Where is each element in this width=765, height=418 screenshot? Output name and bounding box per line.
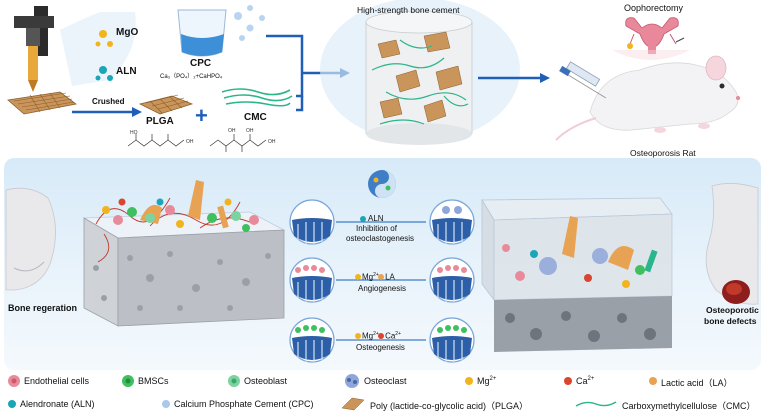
bmscs-icon [122, 375, 134, 387]
row2-text: Angiogenesis [358, 284, 407, 293]
row3-text: Osteogenesis [356, 343, 405, 352]
oophorectomy-label: Oophorectomy [624, 3, 684, 13]
right-bone-illustration [705, 183, 759, 305]
osteoblast-icon [228, 375, 240, 387]
plus-sign: + [195, 103, 208, 128]
crushed-label: Crushed [92, 97, 125, 106]
syringe-icon [559, 61, 607, 99]
regenerated-bone-block [82, 180, 286, 327]
row2-ions: Mg2+ LA [362, 272, 395, 282]
row1-text-2: osteoclastogenesis [346, 234, 415, 243]
mg-legend-icon [465, 377, 473, 385]
cell-cluster-left [102, 198, 259, 232]
rat-illustration [555, 55, 740, 141]
row3-ions: Mg2+ Ca2+ [362, 331, 401, 341]
legend-mg: Mg2+ [477, 376, 497, 386]
cpc-label: CPC [190, 58, 212, 69]
plga-mesh-icon [138, 94, 194, 115]
legend-alendronate: Alendronate (ALN) [20, 399, 95, 409]
ca-legend-icon [564, 377, 572, 385]
svg-text:OH: OH [246, 128, 254, 134]
legend-lactic: Lactic acid（LA） [661, 378, 733, 388]
mg-dot-icon [355, 274, 361, 280]
uterus-icon [625, 17, 685, 54]
row-osteogenesis [289, 317, 475, 363]
legend-cmc: Carboxymethylcellulose（CMC） [622, 401, 756, 411]
aln-particle-icon [99, 66, 107, 74]
cpc-formula: Ca₃（PO₄）₂+CaHPO₄ [160, 74, 223, 80]
ca-dot-icon [378, 333, 384, 339]
row1-text-1: Inhibition of [356, 224, 397, 233]
lactic-legend-icon [649, 377, 657, 385]
osteoclast-icon [345, 374, 359, 388]
svg-text:OH: OH [228, 128, 236, 134]
plga-label: PLGA [146, 116, 174, 127]
legend: Endothelial cells BMSCs Osteoblast Osteo… [0, 372, 765, 418]
bone-cement-cylinder [365, 10, 473, 145]
row-osteoclastogenesis [289, 199, 475, 245]
aln-label: ALN [116, 66, 137, 77]
cpc-legend-icon [162, 400, 170, 408]
cmc-structure: OH OH OH [209, 128, 276, 152]
cmc-fiber-icon [221, 88, 293, 107]
mechanism-illustration [5, 170, 759, 363]
balance-icon [368, 170, 396, 198]
cmc-legend-icon [575, 401, 617, 407]
aln-legend-icon [8, 400, 16, 408]
osteoporotic-label: Osteoporotic [706, 305, 759, 315]
svg-text:OH: OH [186, 139, 194, 145]
legend-osteoblast: Osteoblast [244, 376, 288, 386]
3d-printer-icon [7, 6, 77, 115]
top-illustration: + HO OH OH OH OH [7, 0, 740, 152]
plga-legend-icon [341, 397, 365, 411]
legend-cpc: Calcium Phosphate Cement (CPC) [174, 399, 314, 409]
legend-bmscs: BMSCs [138, 376, 169, 386]
cement-title: High-strength bone cement [357, 5, 460, 15]
svg-text:OH: OH [268, 139, 276, 145]
rat-label: Osteoporosis Rat [630, 148, 696, 158]
legend-ca: Ca2+ [576, 376, 595, 386]
row-angiogenesis [289, 257, 475, 303]
mg-dot-icon-2 [355, 333, 361, 339]
bone-defects-label: bone defects [704, 316, 757, 326]
plga-structure: HO OH [127, 130, 194, 147]
mgo-particle-icon [99, 30, 107, 38]
legend-osteoclast: Osteoclast [364, 376, 407, 386]
defect-bone-block [481, 197, 673, 352]
svg-text:HO: HO [130, 130, 138, 136]
endothelial-icon [8, 375, 20, 387]
cpc-beaker-icon [177, 5, 265, 57]
la-dot-icon [378, 274, 384, 280]
mgo-label: MgO [116, 27, 139, 38]
legend-plga: Poly (lactide-co-glycolic acid)（PLGA） [370, 401, 529, 411]
aln-dot-icon [360, 216, 366, 222]
cmc-label: CMC [244, 112, 267, 123]
row1-ion: ALN [368, 214, 384, 223]
legend-endothelial: Endothelial cells [24, 376, 90, 386]
left-bone-illustration [5, 187, 56, 291]
legend-symbols [8, 374, 657, 411]
bone-regeneration-label: Bone regeration [8, 303, 78, 313]
